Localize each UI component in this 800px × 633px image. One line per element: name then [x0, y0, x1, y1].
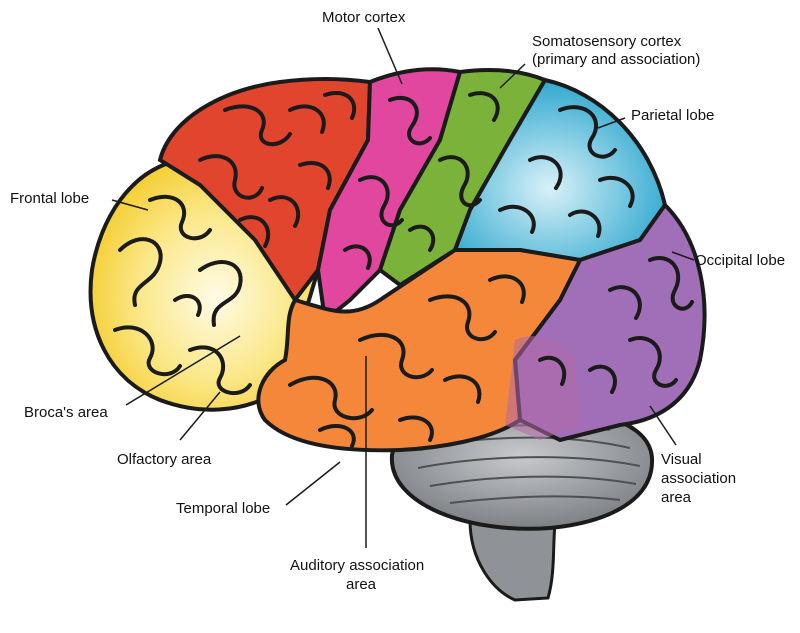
pointer-lines: [111, 27, 695, 548]
label-visual-line1: Visual: [661, 451, 702, 468]
label-auditory-line2: area: [346, 576, 377, 593]
label-occipital-lobe: Occipital lobe: [695, 252, 786, 269]
somatosensory-region: [377, 68, 548, 288]
label-auditory-line1: Auditory association: [290, 557, 425, 574]
gyri-folds: [113, 91, 694, 448]
label-motor-cortex: Motor cortex: [322, 9, 406, 26]
label-brocas-area: Broca's area: [24, 404, 108, 421]
label-parietal-lobe: Parietal lobe: [631, 107, 715, 124]
label-visual-line2: association: [661, 470, 737, 487]
label-frontal-lobe: Frontal lobe: [10, 190, 90, 207]
label-olfactory-area: Olfactory area: [117, 451, 212, 468]
label-visual-line3: area: [661, 489, 692, 506]
temporal-lobe-region: [256, 248, 583, 453]
label-somatosensory-line2: (primary and association): [532, 51, 701, 68]
label-somatosensory-line1: Somatosensory cortex: [532, 33, 682, 50]
label-temporal-lobe: Temporal lobe: [176, 500, 271, 517]
